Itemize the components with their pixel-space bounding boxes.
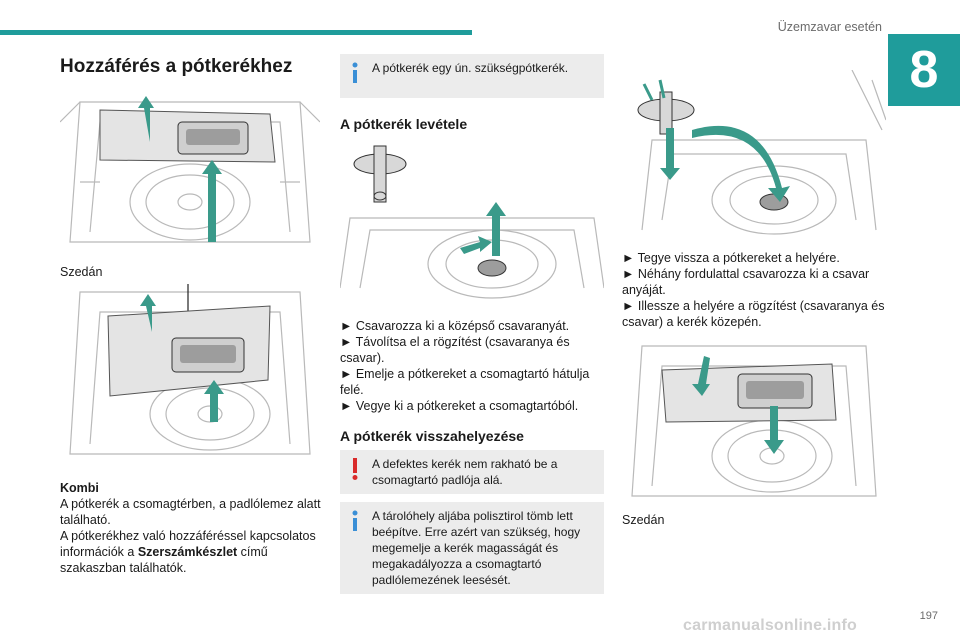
- kombi-paragraph-2: A pótkerékhez való hozzáféréssel kapcsol…: [60, 528, 326, 576]
- removal-step: ► Távolítsa el a rögzítést (csavaranya é…: [340, 335, 570, 365]
- wheel-refit-illustration: [622, 70, 886, 240]
- info-note-1: A pótkerék egy ún. szükségpótkerék.: [340, 54, 604, 98]
- kombi-paragraph-2-pre: A pótkerékhez való hozzáféréssel kapcsol…: [60, 529, 316, 559]
- refit-step: ► Illessze a helyére a rögzítést (csavar…: [622, 299, 885, 329]
- warning-note-text: A defektes kerék nem rakható be a csomag…: [372, 457, 558, 487]
- warning-icon: [352, 458, 358, 480]
- removal-step: ► Csavarozza ki a középső csavaranyát.: [340, 319, 570, 333]
- removal-steps: ► Csavarozza ki a középső csavaranyát. ►…: [340, 318, 604, 414]
- kombi-text-block: Kombi A pótkerék a csomagtérben, a padló…: [60, 480, 326, 576]
- page-title: Hozzáférés a pótkerékhez: [60, 56, 293, 77]
- kombi-paragraph-2-post: című szakaszban találhatók.: [60, 545, 268, 575]
- trunk-illustration-sedan: [60, 82, 320, 254]
- info-icon: [352, 62, 358, 83]
- caption-sedan-left: Szedán: [60, 265, 103, 279]
- kombi-label: Kombi: [60, 481, 99, 495]
- refit-step: ► Néhány fordulattal csavarozza ki a csa…: [622, 267, 870, 297]
- refit-steps: ► Tegye vissza a pótkereket a helyére. ►…: [622, 250, 886, 330]
- toolkit-reference: Szerszámkészlet: [137, 545, 238, 559]
- trunk-illustration-sedan-refit: [622, 336, 886, 502]
- info-note-1-text: A pótkerék egy ún. szükségpótkerék.: [372, 61, 569, 75]
- watermark: carmanualsonline.info: [683, 617, 858, 634]
- trunk-illustration-kombi: [60, 284, 320, 460]
- refit-step: ► Tegye vissza a pótkereket a helyére.: [622, 251, 840, 265]
- info-icon: [352, 510, 358, 531]
- caption-sedan-right: Szedán: [622, 513, 665, 527]
- refit-title: A pótkerék visszahelyezése: [340, 428, 524, 444]
- section-title: Üzemzavar esetén: [777, 20, 882, 34]
- top-accent-bar: [0, 30, 472, 35]
- page-number: 197: [919, 610, 938, 622]
- removal-step: ► Vegye ki a pótkereket a csomagtartóból…: [340, 399, 579, 413]
- removal-title: A pótkerék levétele: [340, 116, 468, 132]
- warning-note: A defektes kerék nem rakható be a csomag…: [340, 450, 604, 494]
- info-note-2-text: A tárolóhely aljába polisztirol tömb let…: [372, 509, 581, 587]
- chapter-number-tab: 8: [888, 34, 960, 106]
- wheel-removal-illustration: [340, 138, 604, 302]
- kombi-paragraph-1: A pótkerék a csomagtérben, a padlólemez …: [60, 497, 321, 527]
- removal-step: ► Emelje a pótkereket a csomagtartó hátu…: [340, 367, 590, 397]
- info-note-2: A tárolóhely aljába polisztirol tömb let…: [340, 502, 604, 594]
